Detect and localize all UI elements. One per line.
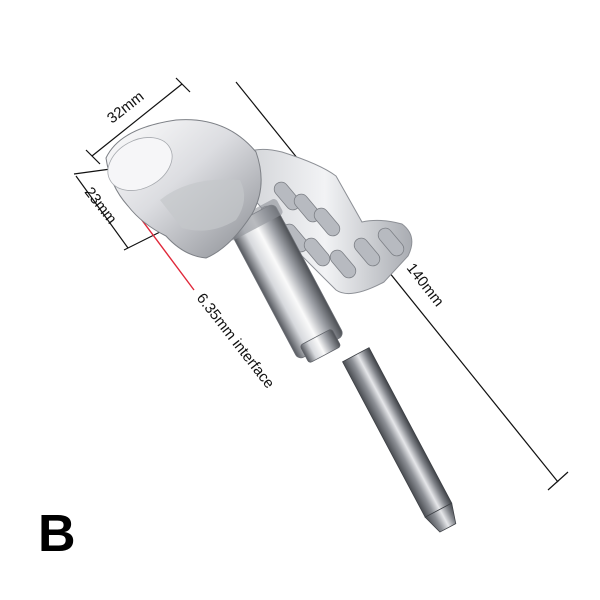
head-face [107,137,173,191]
dimension-length [235,81,569,491]
hex-shank-tip [424,502,457,533]
interface-note-label: 6.35mm interface [193,290,278,392]
width-dimension-label: 32mm [104,88,147,127]
length-dimension-label: 140mm [403,260,447,310]
variant-letter: B [38,505,76,563]
head-dimension-label: 23mm [81,184,120,227]
right-angle-drill-adapter [105,119,457,533]
hex-shank [342,347,453,518]
dimension-width [85,77,191,165]
